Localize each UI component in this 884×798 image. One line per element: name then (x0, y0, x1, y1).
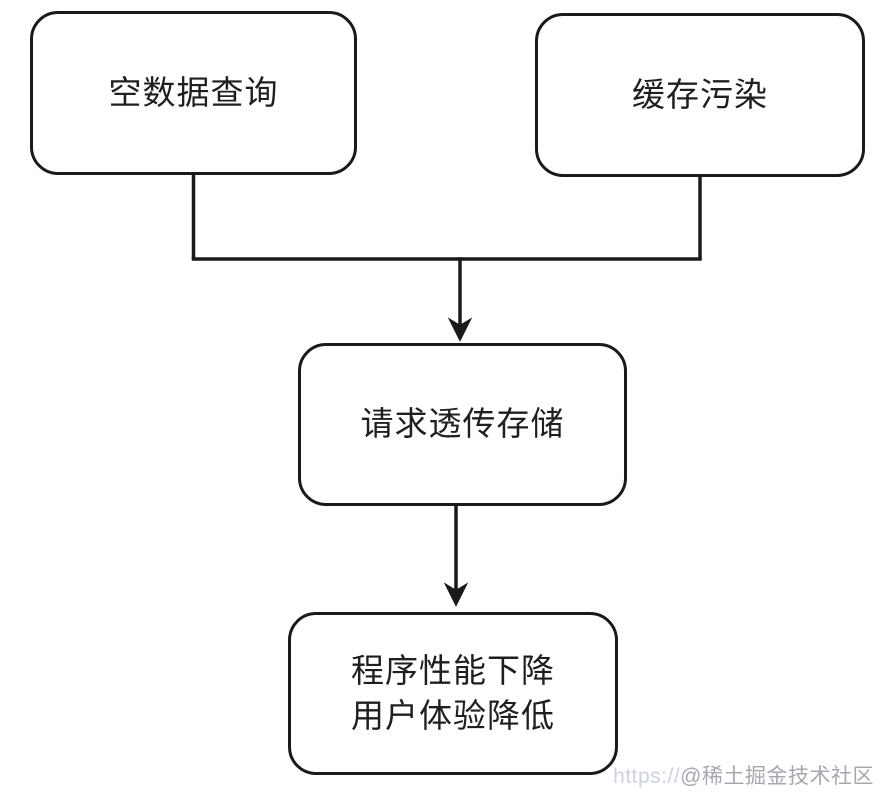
node-request-passthrough-storage: 请求透传存储 (298, 343, 627, 506)
node-performance-degradation-line2: 用户体验降低 (351, 696, 555, 734)
node-empty-data-query: 空数据查询 (30, 11, 357, 175)
node-cache-pollution-label: 缓存污染 (632, 75, 768, 113)
watermark: https://@稀土掘金技术社区 (613, 760, 874, 790)
node-performance-degradation: 程序性能下降 用户体验降低 (288, 612, 618, 775)
node-empty-data-query-label: 空数据查询 (108, 73, 279, 111)
watermark-community-label: @稀土掘金技术社区 (680, 765, 874, 788)
watermark-url-prefix: https:// (613, 765, 681, 788)
node-cache-pollution: 缓存污染 (535, 13, 865, 177)
node-request-passthrough-storage-label: 请求透传存储 (360, 405, 565, 443)
node-performance-degradation-line1: 程序性能下降 (351, 651, 555, 689)
